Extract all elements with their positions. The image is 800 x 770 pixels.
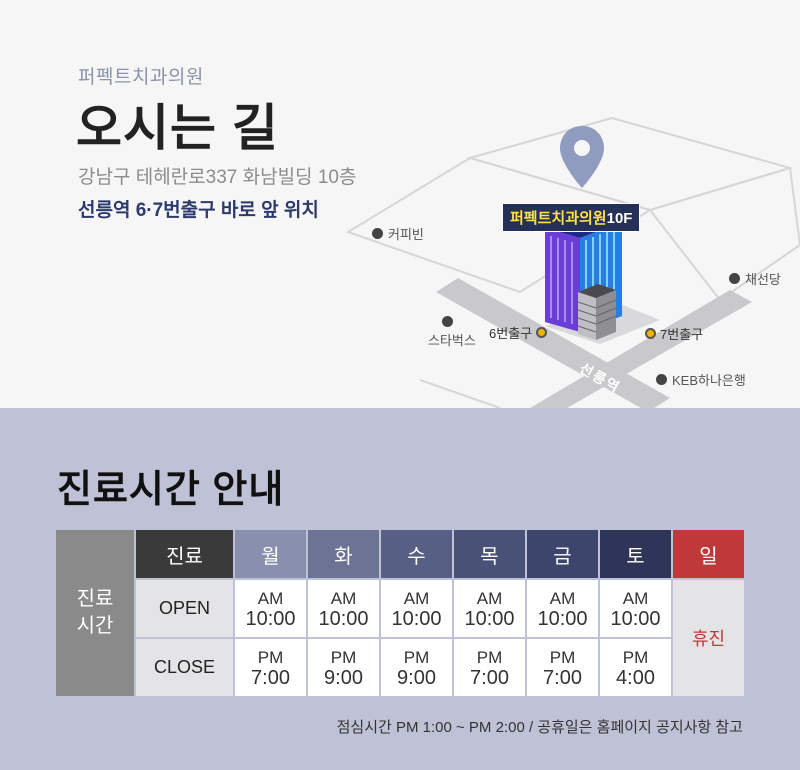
exit-6: 6번출구 (489, 323, 548, 342)
time: 10:00 (318, 607, 369, 630)
open-label: OPEN (136, 580, 233, 637)
ampm: PM (330, 647, 357, 667)
exit-label: 7번출구 (660, 327, 704, 342)
poi-label: 스타벅스 (428, 333, 476, 348)
day-header-fri: 금 (527, 530, 598, 578)
ampm: AM (403, 588, 430, 608)
day-header-thu: 목 (454, 530, 525, 578)
ampm: PM (622, 647, 649, 667)
exit-7: 7번출구 (645, 324, 703, 343)
time: 10:00 (391, 607, 442, 630)
clinic-name: 퍼펙트치과의원 (78, 67, 204, 88)
map-block-outline (466, 116, 794, 212)
time: 7:00 (470, 666, 509, 689)
poi-label: KEB하나은행 (672, 373, 746, 388)
location-pin-icon (560, 126, 604, 188)
address: 강남구 테헤란로337 화남빌딩 10층 (78, 167, 357, 188)
time: 10:00 (464, 607, 515, 630)
poi-label: 채선당 (745, 272, 781, 287)
ampm: AM (257, 588, 284, 608)
day-header-wed: 수 (381, 530, 452, 578)
station-info: 선릉역 6·7번출구 바로 앞 위치 (78, 200, 319, 221)
page-title: 오시는 길 (76, 100, 279, 156)
close-label: CLOSE (136, 639, 233, 696)
lunch-note: 점심시간 PM 1:00 ~ PM 2:00 / 공휴일은 홈페이지 공지사항 … (336, 719, 743, 736)
time: 9:00 (324, 666, 363, 689)
clinic-tag-name: 퍼펙트치과의원 (510, 210, 607, 227)
time: 7:00 (251, 666, 290, 689)
time: 10:00 (537, 607, 588, 630)
day-header-mon: 월 (235, 530, 306, 578)
map-road (530, 290, 752, 408)
day-header-tue: 화 (308, 530, 379, 578)
side-label-line: 진료 (76, 588, 114, 610)
exit-label: 6번출구 (489, 326, 533, 341)
hours-side-label: 진료 시간 (56, 530, 134, 696)
time: 7:00 (543, 666, 582, 689)
time: 9:00 (397, 666, 436, 689)
map-block-outline (419, 379, 501, 408)
time: 4:00 (616, 666, 655, 689)
ampm: PM (403, 647, 430, 667)
map-block-outline (648, 166, 800, 302)
ampm: PM (549, 647, 576, 667)
day-header-sun: 일 (673, 530, 744, 578)
time: 10:00 (245, 607, 296, 630)
clinic-tag-floor: 10F (606, 210, 633, 227)
front-building (578, 292, 596, 340)
ampm: PM (257, 647, 284, 667)
poi-dot-icon (729, 273, 740, 284)
front-building-roof (578, 284, 616, 298)
poi-dot-icon (372, 228, 383, 239)
ampm: AM (549, 588, 576, 608)
poi-dot-icon (442, 316, 453, 327)
poi-chaeseondang: 채선당 (729, 269, 781, 288)
clinic-map-tag: 퍼펙트치과의원10F (502, 203, 641, 232)
location-section: 퍼펙트치과의원 오시는 길 강남구 테헤란로337 화남빌딩 10층 선릉역 6… (0, 0, 800, 408)
time: 10:00 (610, 607, 661, 630)
day-header-sat: 토 (600, 530, 671, 578)
front-building-windows (577, 299, 617, 333)
building-windows (550, 236, 573, 324)
poi-starbucks: 스타벅스 (428, 316, 476, 349)
sunday-closed: 휴진 (673, 580, 744, 696)
ampm: AM (330, 588, 357, 608)
header-label: 진료 (136, 530, 233, 578)
exit-marker-icon (536, 327, 548, 338)
poi-dot-icon (656, 374, 667, 385)
ampm: AM (476, 588, 503, 608)
ampm: PM (476, 647, 503, 667)
poi-coffeebean: 커피빈 (372, 224, 424, 243)
exit-marker-icon (645, 328, 656, 339)
ampm: AM (622, 588, 649, 608)
poi-kebhana: KEB하나은행 (656, 370, 746, 389)
poi-label: 커피빈 (388, 227, 424, 242)
hours-title: 진료시간 안내 (57, 469, 285, 511)
side-label-line: 시간 (76, 615, 114, 637)
